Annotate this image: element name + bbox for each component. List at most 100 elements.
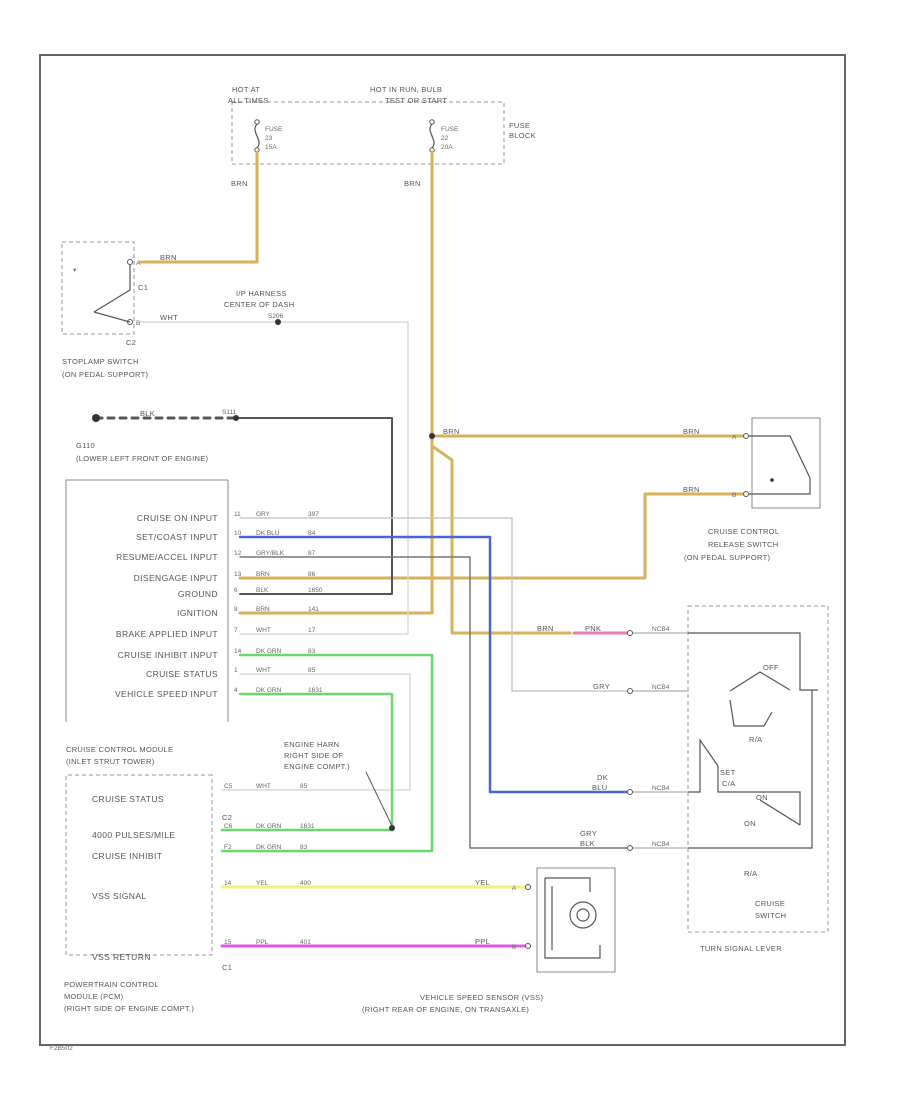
fuse-a-number: 23: [265, 135, 273, 142]
fuse-a-name: FUSE: [265, 126, 283, 133]
module-row-wire: WHT: [256, 627, 271, 634]
pcm-row-label: VSS SIGNAL: [92, 891, 147, 901]
module-row-circuit: 83: [308, 648, 316, 655]
pcm-row-pin: 15: [224, 939, 232, 946]
module-row-label: BRAKE APPLIED INPUT: [116, 629, 218, 639]
ground-splice-label: S111: [222, 409, 237, 416]
release-name-line-2: RELEASE SWITCH: [708, 540, 778, 549]
module-row-pin: 12: [234, 550, 242, 557]
release-pin-b: B: [732, 492, 736, 499]
pcm-row-pin: C6: [224, 823, 233, 830]
wire-brn-release-return: [238, 492, 745, 580]
pcm-row-circuit: 1631: [300, 823, 315, 830]
module-row-pin: 10: [234, 530, 242, 537]
module-row-label: SET/COAST INPUT: [136, 532, 218, 542]
module-row-pin: 7: [234, 627, 238, 634]
module-row-wire: BLK: [256, 587, 269, 594]
module-row-circuit: 86: [308, 571, 316, 578]
module-row-pin: 11: [234, 511, 241, 518]
ip-harness-line-1: I/P HARNESS: [236, 289, 287, 298]
wire-brn-fuse23-stoplamp: [138, 150, 259, 264]
release-name-line-3: (ON PEDAL SUPPORT): [684, 553, 770, 562]
fuse-block: HOT AT ALL TIMES HOT IN RUN, BULB TEST O…: [228, 85, 536, 165]
pcm-row-label: VSS RETURN: [92, 952, 151, 962]
module-row-label: CRUISE ON INPUT: [137, 513, 218, 523]
wire-label-blk-2: BLK: [580, 839, 595, 848]
stoplamp-connector-c2: C2: [126, 338, 136, 347]
module-row-pin: 8: [234, 606, 238, 613]
pcm-row-wire: WHT: [256, 783, 271, 790]
module-row-circuit: 85: [308, 667, 316, 674]
fuse-23: FUSE 23 15A: [254, 119, 283, 153]
wire-label-gry: GRY: [593, 682, 610, 691]
stoplamp-pin-a: A: [136, 260, 141, 267]
module-row-label: GROUND: [178, 589, 218, 599]
cruise-switch-connectors: NCB4 NCB4 NCB4 NCB4: [627, 626, 670, 851]
stoplamp-pin-a-marker: ▾: [73, 267, 77, 274]
wire-blu-set-coast: [238, 535, 630, 794]
wire-labels: BRN BRN BRN WHT BLK BRN BRN BRN BRN PNK …: [140, 179, 700, 946]
connector-label-1: NCB4: [652, 626, 670, 633]
splice-dot-ground: [233, 415, 239, 421]
ip-harness-line-2: CENTER OF DASH: [224, 300, 294, 309]
pcm-row-label: CRUISE STATUS: [92, 794, 164, 804]
wire-blk-ground: [235, 417, 393, 595]
cruise-switch-on-2: ON: [744, 819, 756, 828]
pcm-row-pin: C5: [224, 783, 233, 790]
vss-pin-b: B: [512, 944, 516, 951]
module-row-label: RESUME/ACCEL INPUT: [116, 552, 218, 562]
pcm-row-circuit: 401: [300, 939, 311, 946]
module-row-circuit: 1631: [308, 687, 323, 694]
module-row-wire: DK GRN: [256, 648, 282, 655]
module-name-line-1: CRUISE CONTROL MODULE: [66, 745, 173, 754]
module-row-pin: 1: [234, 667, 238, 674]
wire-brn-fuse22-main: [403, 150, 434, 615]
fuse-22: FUSE 22 20A: [429, 119, 459, 153]
module-row-wire: BRN: [256, 571, 270, 578]
module-row-wire: GRY: [256, 511, 271, 518]
wire-label-brn-1: BRN: [231, 179, 248, 188]
wire-label-gry-2: GRY: [580, 829, 597, 838]
engine-harn-line-3: ENGINE COMPT.): [284, 762, 350, 771]
wire-gry-blk-resume: [239, 556, 629, 849]
connector-label-2: NCB4: [652, 684, 670, 691]
wire-brn-to-cruise-switch: [430, 444, 572, 635]
engine-harness-label: ENGINE HARN RIGHT SIDE OF ENGINE COMPT.): [284, 740, 350, 771]
vehicle-speed-sensor: A B VEHICLE SPEED SENSOR (VSS) (RIGHT RE…: [362, 867, 616, 1014]
cruise-switch: OFF R/A SET C/A ON ON R/A CRUISE SWITCH …: [687, 605, 829, 953]
wire-grn-cruise-inhibit: [220, 653, 434, 853]
splice-dot-harness: [275, 319, 281, 325]
module-row-pin: 4: [234, 687, 238, 694]
engine-harn-line-1: ENGINE HARN: [284, 740, 339, 749]
module-row-wire: WHT: [256, 667, 271, 674]
ground-g110-label: G110: [76, 441, 95, 450]
turn-signal-lever: TURN SIGNAL LEVER: [700, 944, 782, 953]
module-row-label: DISENGAGE INPUT: [134, 573, 218, 583]
wire-label-brn-release-2: BRN: [683, 485, 700, 494]
cruise-switch-set: SET: [720, 768, 736, 777]
fuse-block-line-1: FUSE: [509, 121, 530, 130]
pcm-connector-c1: C1: [222, 963, 232, 972]
release-pin-a: A: [732, 434, 737, 441]
module-row-pin: 13: [234, 571, 242, 578]
pcm-row-wire: DK GRN: [256, 844, 282, 851]
cruise-switch-off: OFF: [763, 663, 779, 672]
module-row-label: CRUISE STATUS: [146, 669, 218, 679]
wire-wht-cruise-status: [221, 673, 411, 791]
module-row-circuit: 141: [308, 606, 319, 613]
cruise-switch-on-1: ON: [756, 793, 768, 802]
release-switch: A B CRUISE CONTROL RELEASE SWITCH (ON PE…: [684, 417, 821, 562]
pcm-row-pin: F2: [224, 844, 232, 851]
wire-grn-vehicle-speed: [220, 692, 394, 832]
module-row-circuit: 397: [308, 511, 319, 518]
stoplamp-pin-b: B: [136, 320, 140, 327]
pcm-row-wire: DK GRN: [256, 823, 282, 830]
hot-at-all-times-line-1: HOT AT: [232, 85, 260, 94]
stoplamp-switch: ▾ C1 A B C2 STOPLAMP SWITCH (ON PEDAL SU…: [61, 241, 148, 379]
connector-label-4: NCB4: [652, 841, 670, 848]
wire-wht-brake-input: [139, 321, 409, 635]
